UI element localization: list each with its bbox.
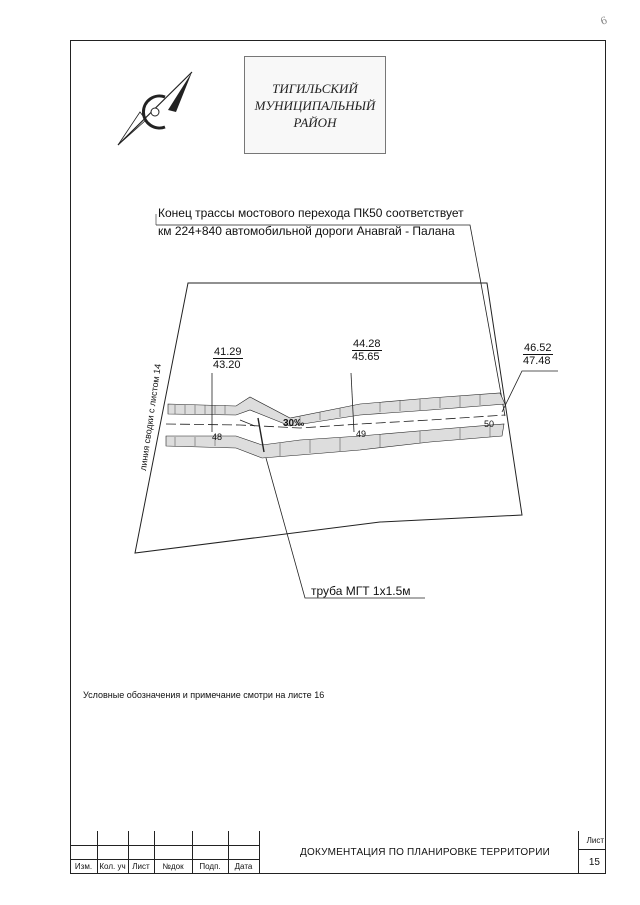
north-arrow-icon <box>117 71 193 146</box>
station-50-existing: 47.48 <box>523 355 551 367</box>
station-49-design: 44.28 <box>352 338 382 351</box>
station-49-label: 49 <box>356 429 367 439</box>
drawing-frame <box>70 40 606 874</box>
stamp-line-1: ТИГИЛЬСКИЙ <box>272 80 358 96</box>
legend-note: Условные обозначения и примечание смотри… <box>83 690 325 700</box>
station-48-elevations: 41.29 43.20 <box>213 346 243 371</box>
station-48-existing: 43.20 <box>213 359 241 371</box>
stamp-line-3: РАЙОН <box>293 114 337 130</box>
road-centerline <box>165 414 506 429</box>
end-note-line-2: км 224+840 автомобильной дороги Анавгай … <box>158 224 455 238</box>
survey-area-outline <box>134 282 523 554</box>
title-block: Изм. Кол. уч Лист №док Подп. Дата ДОКУМЕ… <box>70 831 606 874</box>
sheet-box <box>578 831 606 874</box>
col-rev: Изм. <box>74 862 93 871</box>
station-50-label: 50 <box>484 419 495 429</box>
col-qty: Кол. уч <box>99 862 126 871</box>
road-upper-slope <box>167 392 506 427</box>
station-49-elevations: 44.28 45.65 <box>352 338 382 363</box>
col-date: Дата <box>234 862 253 871</box>
grade-label: 30‰ <box>283 418 305 429</box>
road-lower-slope <box>165 423 505 459</box>
document-title: ДОКУМЕНТАЦИЯ ПО ПЛАНИРОВКЕ ТЕРРИТОРИИ <box>300 847 551 858</box>
pipe-label: труба МГТ 1х1.5м <box>311 584 411 598</box>
revision-grid: Изм. Кол. уч Лист №док Подп. Дата <box>70 831 260 874</box>
stamp-line-2: МУНИЦИПАЛЬНЫЙ <box>254 97 376 113</box>
pipe-marker <box>257 417 265 453</box>
district-stamp: ТИГИЛЬСКИЙ МУНИЦИПАЛЬНЫЙ РАЙОН <box>244 56 386 154</box>
col-sign: Подп. <box>199 862 221 871</box>
sheet-number: 15 <box>588 857 600 868</box>
station-48-label: 48 <box>212 432 223 442</box>
station-50-elevations: 46.52 47.48 <box>523 342 553 367</box>
end-note-line-1: Конец трассы мостового перехода ПК50 соо… <box>158 206 464 220</box>
station-49-existing: 45.65 <box>352 351 380 363</box>
col-sheet: Лист <box>132 862 150 871</box>
col-doc: №док <box>162 862 184 871</box>
end-note-leader <box>156 224 506 417</box>
pipe-leader <box>265 457 425 599</box>
sheet-label: Лист <box>586 836 604 845</box>
station-48-design: 41.29 <box>213 346 243 359</box>
station-50-design: 46.52 <box>523 342 553 355</box>
